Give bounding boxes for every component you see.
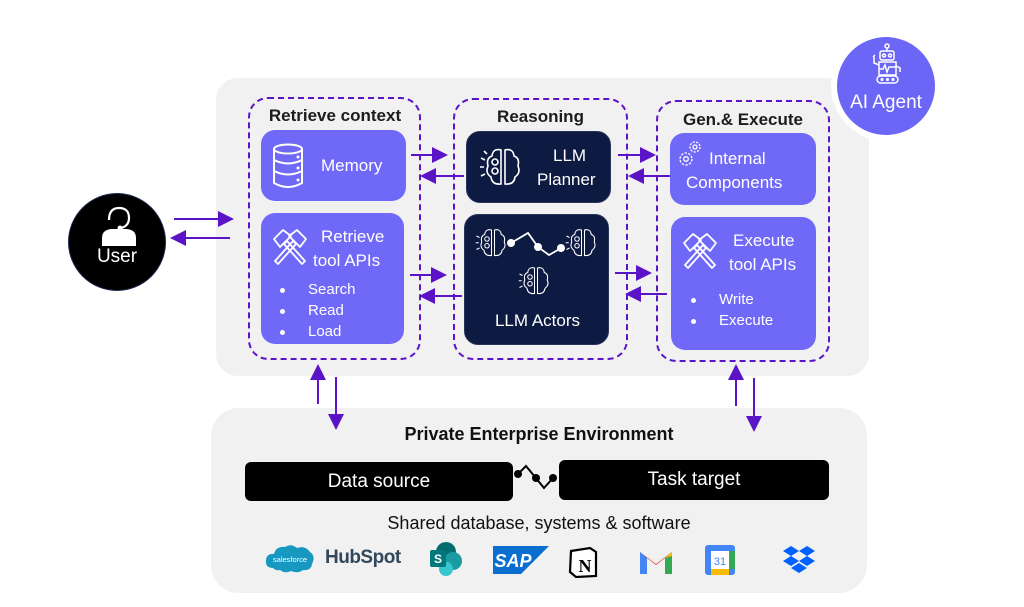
bullet-load: Load [278, 321, 356, 342]
database-icon [273, 143, 303, 188]
task-target-box[interactable]: Task target [559, 460, 829, 500]
dropbox-logo [782, 544, 816, 576]
execute-tool-apis-card[interactable]: Execute tool APIs Write Execute [671, 217, 816, 350]
retrieve-tool-apis-card[interactable]: Retrieve tool APIs Search Read Load [261, 213, 404, 344]
gmail-logo [638, 548, 674, 574]
salesforce-logo: salesforce [265, 542, 315, 574]
retrieve-bullet-list: Search Read Load [278, 279, 356, 342]
llm-planner-label-2: Planner [537, 170, 596, 189]
retrieve-tool-label-1: Retrieve [321, 227, 385, 246]
gen-execute-group [656, 100, 830, 362]
svg-text:N: N [579, 556, 592, 576]
reasoning-title: Reasoning [497, 107, 584, 126]
internal-label-2: Components [686, 173, 783, 192]
hubspot-logo: HubSpot [325, 547, 401, 568]
user-label: User [96, 246, 138, 267]
notion-logo: N [568, 546, 598, 579]
bullet-write: Write [689, 289, 773, 310]
svg-text:SAP: SAP [494, 551, 532, 571]
memory-card[interactable]: Memory [261, 130, 406, 201]
llm-planner-card[interactable]: LLM Planner [466, 131, 611, 203]
llm-actors-label: LLM Actors [494, 311, 581, 330]
headset-user-icon [102, 206, 136, 246]
execute-bullet-list: Write Execute [689, 289, 773, 331]
retrieve-tool-label-2: tool APIs [313, 251, 381, 270]
execute-tool-label-1: Execute [733, 231, 795, 250]
ai-agent-badge: AI Agent [837, 37, 935, 135]
bullet-execute: Execute [689, 310, 773, 331]
google-calendar-logo: 31 [704, 544, 736, 576]
svg-text:31: 31 [714, 556, 726, 568]
data-source-box[interactable]: Data source [245, 462, 513, 501]
brain-gears-icon [480, 148, 520, 185]
ai-agent-label: AI Agent [850, 92, 922, 113]
shared-systems-label: Shared database, systems & software [387, 513, 691, 533]
bullet-search: Search [278, 279, 356, 300]
memory-label: Memory [321, 156, 383, 175]
hammers-icon [683, 233, 717, 269]
internal-label-1: Internal [709, 149, 766, 168]
robot-icon [872, 43, 901, 84]
bullet-read: Read [278, 300, 356, 321]
internal-components-card[interactable]: Internal Components [670, 133, 816, 205]
retrieve-context-title: Retrieve context [268, 106, 402, 125]
sap-logo: SAP [493, 546, 549, 574]
llm-planner-label-1: LLM [553, 146, 587, 165]
environment-title: Private Enterprise Environment [404, 424, 674, 444]
gears-icon [679, 141, 701, 166]
sharepoint-logo: S [428, 542, 464, 576]
hammers-icon [273, 229, 307, 265]
retrieve-context-group [248, 97, 421, 360]
link-connector-icon [514, 464, 557, 490]
execute-tool-label-2: tool APIs [729, 255, 797, 274]
user-node[interactable]: User [68, 193, 166, 291]
gen-execute-title: Gen.& Execute [683, 110, 803, 129]
reasoning-group [453, 98, 628, 360]
llm-actors-card[interactable]: LLM Actors [464, 214, 609, 345]
svg-text:S: S [434, 552, 442, 566]
salesforce-text: salesforce [273, 555, 307, 564]
connected-brains-icon [475, 229, 596, 295]
